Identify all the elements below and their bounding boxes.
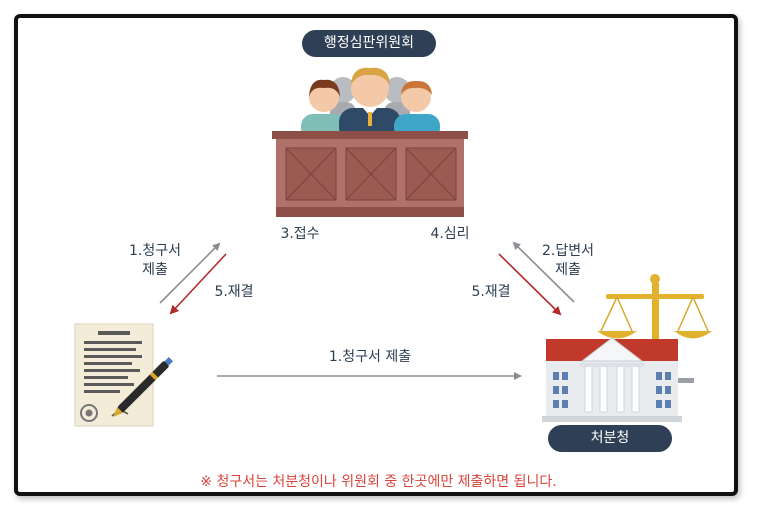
step5-decision-right-label: 5.재결 xyxy=(471,284,511,300)
agency-label: 처분청 xyxy=(548,425,672,452)
step2-answer-label: 2.답변서 제출 xyxy=(530,242,606,280)
step1-bottom-label: 1.청구서 제출 xyxy=(328,349,412,365)
step4-review-label: 4.심리 xyxy=(430,226,470,242)
arrow-submit-to-committee xyxy=(159,242,221,304)
judges-icon xyxy=(301,67,440,142)
step2-line2: 제출 xyxy=(555,262,581,278)
arrow-answer-to-committee xyxy=(512,241,575,303)
arrow-decision-to-applicant xyxy=(169,253,227,315)
step1-line1: 1.청구서 xyxy=(129,243,181,259)
step1-line2: 제출 xyxy=(142,262,168,278)
step5-decision-left-label: 5.재결 xyxy=(214,284,254,300)
document-pen-icon xyxy=(74,323,174,427)
bench-icon xyxy=(272,131,468,217)
step3-receipt-label: 3.접수 xyxy=(280,226,320,242)
footnote: ※ 청구서는 처분청이나 위원회 중 한곳에만 제출하면 됩니다. xyxy=(200,474,557,490)
scales-icon xyxy=(597,274,712,345)
courthouse-icon xyxy=(542,337,694,422)
step2-line1: 2.답변서 xyxy=(542,243,594,259)
step1-submit-label: 1.청구서 제출 xyxy=(120,242,190,280)
arrow-decision-to-agency xyxy=(498,253,562,316)
committee-label: 행정심판위원회 xyxy=(302,30,436,57)
